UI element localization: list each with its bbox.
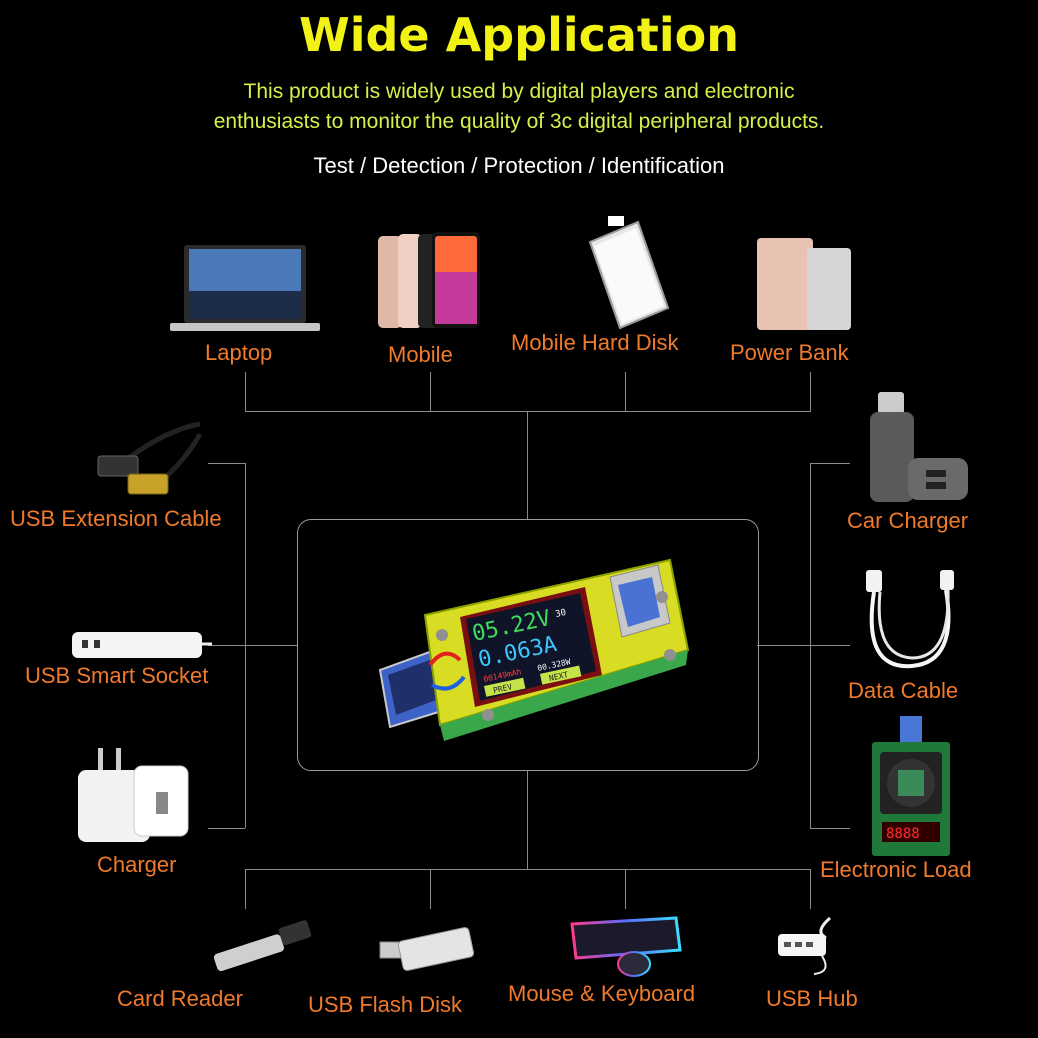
label-laptop: Laptop (205, 340, 273, 365)
mobile-icon (378, 232, 480, 328)
label-mobile: Mobile (388, 342, 453, 367)
label-smart-socket: USB Smart Socket (25, 663, 209, 688)
screw-icon (664, 649, 676, 661)
mouse-keyboard-icon (570, 916, 682, 977)
card-reader-icon (213, 920, 312, 972)
electronic-load-icon: 8888 (872, 716, 950, 856)
usb-extension-cable-icon (97, 421, 203, 495)
label-card-reader: Card Reader (117, 986, 243, 1011)
subtitle-line-1: This product is widely used by digital p… (243, 80, 795, 103)
hard-disk-icon (588, 216, 670, 330)
svg-text:PREV: PREV (492, 682, 513, 695)
svg-text:NEXT: NEXT (548, 670, 569, 683)
label-usb-extension: USB Extension Cable (10, 506, 222, 531)
laptop-icon (170, 245, 320, 331)
usb-meter-image: 05.22V 0.063A 00149mAh 00.328W 30 PREV N… (378, 558, 690, 741)
usb-flash-disk-icon (379, 927, 475, 971)
car-charger-icon (870, 392, 968, 502)
label-data-cable: Data Cable (848, 678, 959, 703)
label-hard-disk: Mobile Hard Disk (511, 330, 679, 355)
screw-icon (436, 629, 448, 641)
svg-text:8888: 8888 (886, 826, 920, 842)
page-title: Wide Application (298, 8, 740, 62)
subtitle-line-2: enthusiasts to monitor the quality of 3c… (213, 110, 825, 133)
next-button: NEXT (539, 665, 582, 685)
data-cable-icon (866, 570, 954, 669)
label-power-bank: Power Bank (730, 340, 849, 365)
label-electronic-load: Electronic Load (820, 857, 972, 882)
label-mouse-keyboard: Mouse & Keyboard (508, 981, 696, 1006)
meter-temp: 30 (555, 608, 568, 620)
label-usb-hub: USB Hub (766, 986, 858, 1011)
label-usb-flash-disk: USB Flash Disk (308, 992, 463, 1017)
usb-hub-icon (778, 916, 832, 975)
test-categories: Test / Detection / Protection / Identifi… (313, 153, 725, 178)
power-bank-icon (757, 238, 851, 330)
label-car-charger: Car Charger (847, 508, 969, 533)
screw-icon (656, 591, 668, 603)
label-charger: Charger (97, 852, 177, 877)
charger-icon (78, 748, 189, 842)
screw-icon (482, 709, 494, 721)
smart-socket-icon (72, 632, 212, 658)
meter-frame (297, 519, 759, 771)
prev-button: PREV (484, 677, 526, 697)
